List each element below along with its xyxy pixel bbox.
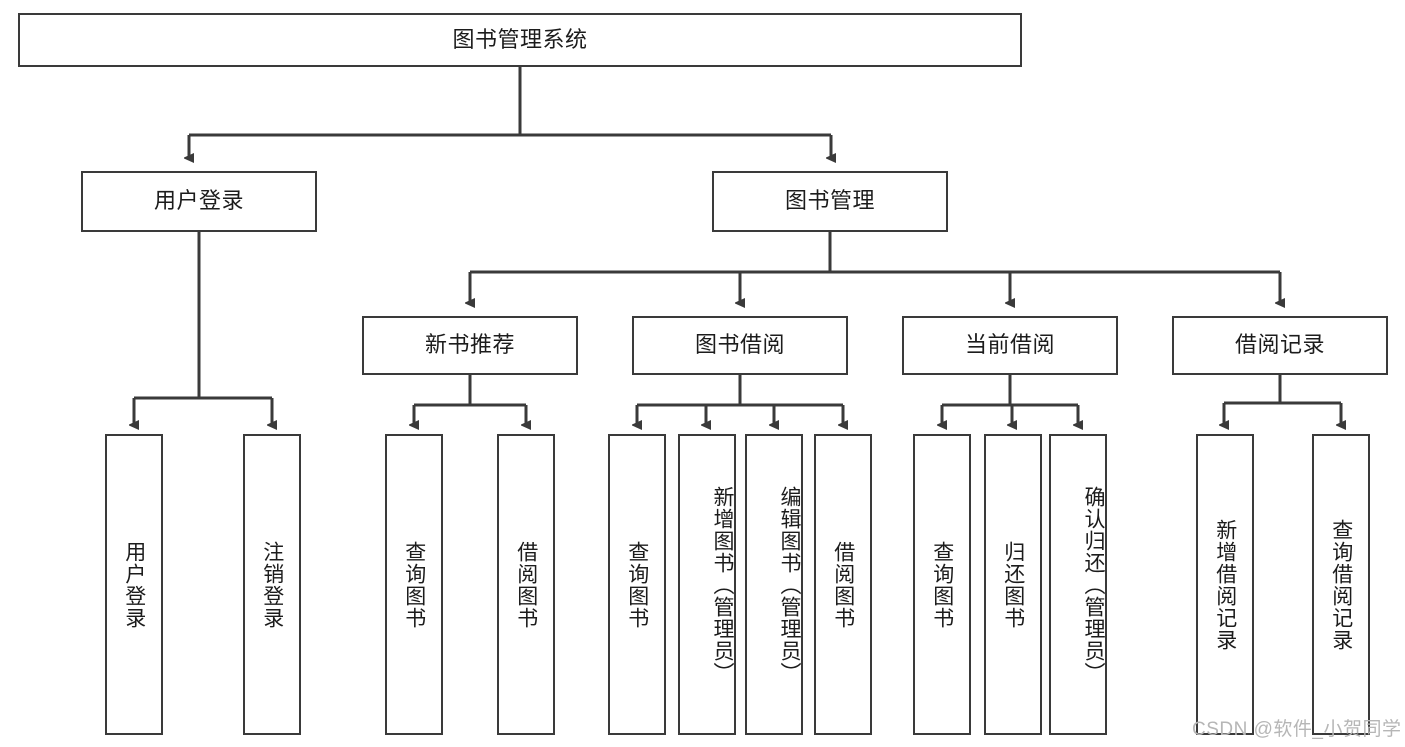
node-root[interactable]: 图书管理系统 (18, 13, 1022, 67)
node-leaf-add-book[interactable]: 新增图书（管理员） (678, 434, 736, 735)
node-leaf-confirm-return[interactable]: 确认归还（管理员） (1049, 434, 1107, 735)
node-leaf-user-logout[interactable]: 注销登录 (243, 434, 301, 735)
node-leaf-user-login[interactable]: 用户登录 (105, 434, 163, 735)
node-leaf-query-book-2[interactable]: 查询图书 (608, 434, 666, 735)
node-user-login[interactable]: 用户登录 (81, 171, 317, 232)
node-leaf-edit-book[interactable]: 编辑图书（管理员） (745, 434, 803, 735)
node-leaf-return-book[interactable]: 归还图书 (984, 434, 1042, 735)
node-leaf-query-record[interactable]: 查询借阅记录 (1312, 434, 1370, 735)
node-leaf-query-book-3[interactable]: 查询图书 (913, 434, 971, 735)
node-current-borrow[interactable]: 当前借阅 (902, 316, 1118, 375)
node-leaf-borrow-book-2[interactable]: 借阅图书 (814, 434, 872, 735)
node-new-book-rec[interactable]: 新书推荐 (362, 316, 578, 375)
node-book-borrow[interactable]: 图书借阅 (632, 316, 848, 375)
node-leaf-add-record[interactable]: 新增借阅记录 (1196, 434, 1254, 735)
csdn-watermark: CSDN @软件_小贺同学 (1192, 719, 1402, 740)
node-leaf-query-book-1[interactable]: 查询图书 (385, 434, 443, 735)
node-leaf-borrow-book-1[interactable]: 借阅图书 (497, 434, 555, 735)
node-book-manage[interactable]: 图书管理 (712, 171, 948, 232)
node-borrow-record[interactable]: 借阅记录 (1172, 316, 1388, 375)
